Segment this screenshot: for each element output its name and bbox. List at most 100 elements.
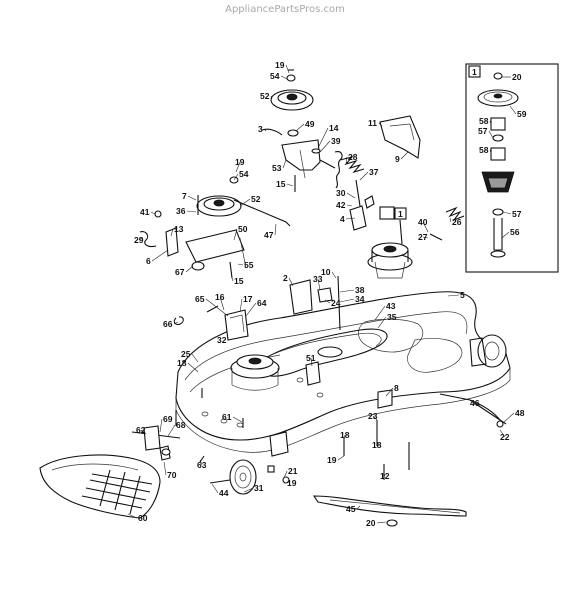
part-label-p61: 61 — [222, 412, 232, 422]
leader-line-p19a — [285, 64, 290, 74]
part-label-p20b: 20 — [512, 72, 522, 82]
leader-line-p25 — [191, 353, 199, 363]
leader-line-p52b — [239, 198, 251, 207]
leader-line-p60 — [127, 513, 138, 519]
part-label-p63: 63 — [197, 460, 207, 470]
part-label-p35: 35 — [387, 312, 397, 322]
leader-line-p67 — [185, 265, 194, 273]
part-label-p18b: 18 — [340, 430, 350, 440]
leader-line-p10 — [331, 271, 337, 279]
leader-line-p44 — [211, 483, 219, 494]
part-label-p48: 48 — [515, 408, 525, 418]
leader-line-p9 — [400, 151, 409, 160]
leader-line-p13 — [170, 228, 174, 237]
leader-line-p21 — [283, 470, 288, 479]
part-label-p28: 28 — [348, 152, 358, 162]
leader-line-p55 — [237, 263, 244, 266]
leader-line-p54a — [280, 75, 288, 80]
part-label-p49: 49 — [305, 119, 315, 129]
leader-line-p64 — [245, 302, 257, 317]
part-label-p19d: 19 — [287, 478, 297, 488]
part-label-p66: 66 — [163, 319, 173, 329]
callout-box-inset — [394, 207, 407, 220]
part-label-p53: 53 — [272, 163, 282, 173]
leader-line-p34 — [339, 298, 355, 303]
leader-line-p56 — [501, 231, 510, 239]
leader-line-p11 — [378, 122, 383, 127]
leader-line-p18a — [187, 362, 199, 373]
part-label-p62: 62 — [136, 425, 146, 435]
leader-line-p54b — [233, 173, 239, 181]
leader-line-p36 — [186, 210, 197, 213]
callout-box-label: 1 — [398, 209, 403, 219]
discharge-chute — [39, 454, 161, 519]
leader-line-p62 — [140, 429, 147, 435]
part-label-p11: 11 — [368, 118, 377, 128]
part-label-p51: 51 — [306, 353, 316, 363]
leader-line-p6 — [151, 249, 169, 262]
part-label-p3: 3 — [258, 124, 263, 134]
leader-line-p43 — [374, 305, 386, 321]
idler-bracket-top — [261, 69, 343, 192]
part-label-p37: 37 — [369, 167, 379, 177]
part-label-p29: 29 — [134, 235, 144, 245]
part-label-p50: 50 — [238, 224, 248, 234]
part-label-p70: 70 — [167, 470, 177, 480]
leader-line-p66 — [173, 321, 179, 325]
leader-line-p57a — [488, 130, 494, 139]
part-label-p5: 5 — [460, 290, 465, 300]
leader-line-p41 — [150, 211, 156, 215]
part-label-p4: 4 — [340, 214, 345, 224]
part-label-p9: 9 — [395, 154, 400, 164]
part-label-p21: 21 — [288, 466, 298, 476]
leader-line-p47 — [274, 223, 277, 236]
leader-line-p48 — [503, 412, 515, 423]
part-label-p34: 34 — [355, 294, 365, 304]
leader-line-p40 — [422, 221, 429, 233]
part-label-p26: 26 — [452, 217, 462, 227]
leader-line-p23 — [372, 415, 378, 421]
part-label-p15a: 15 — [276, 179, 286, 189]
leader-line-p58a — [489, 120, 492, 125]
part-label-p20a: 20 — [366, 518, 376, 528]
leader-line-p19c — [337, 455, 345, 461]
part-label-p41: 41 — [140, 207, 150, 217]
deck-wheel-assembly — [209, 431, 290, 495]
part-label-p59: 59 — [517, 109, 527, 119]
part-label-p2: 2 — [283, 273, 288, 283]
leader-line-p3 — [263, 128, 267, 132]
part-label-p10: 10 — [321, 267, 331, 277]
leader-line-p31 — [243, 487, 254, 493]
leader-line-p5 — [447, 294, 460, 297]
leader-line-p63 — [199, 459, 203, 466]
leader-line-p8 — [385, 387, 394, 397]
part-label-p69: 69 — [163, 414, 173, 424]
leader-line-p30 — [346, 192, 356, 199]
leader-line-p70 — [163, 461, 167, 476]
part-label-p58b: 58 — [479, 145, 489, 155]
part-label-p46: 46 — [470, 398, 480, 408]
leader-line-p68 — [167, 424, 176, 437]
leader-line-p35 — [377, 316, 387, 329]
leader-line-p37 — [359, 171, 369, 181]
part-label-p68: 68 — [176, 420, 186, 430]
leader-line-p38 — [339, 289, 355, 293]
leader-line-p45 — [356, 505, 361, 510]
part-label-p40: 40 — [418, 217, 428, 227]
leader-line-p15a — [286, 183, 294, 187]
leader-line-p20a — [376, 521, 387, 524]
part-label-p54b: 54 — [239, 169, 249, 179]
leader-line-p19d — [283, 481, 287, 484]
part-label-p6: 6 — [146, 256, 151, 266]
spindle-inset — [465, 63, 559, 273]
leader-line-p2 — [288, 277, 294, 287]
part-label-p23: 23 — [368, 411, 378, 421]
part-label-p15b: 15 — [234, 276, 244, 286]
mounting-bolts — [175, 388, 410, 480]
leader-line-p16 — [219, 296, 225, 311]
inset-label: 1 — [472, 67, 477, 77]
part-label-p24: 24 — [331, 298, 341, 308]
leader-line-p51 — [310, 357, 313, 367]
leader-line-p17 — [239, 298, 243, 313]
